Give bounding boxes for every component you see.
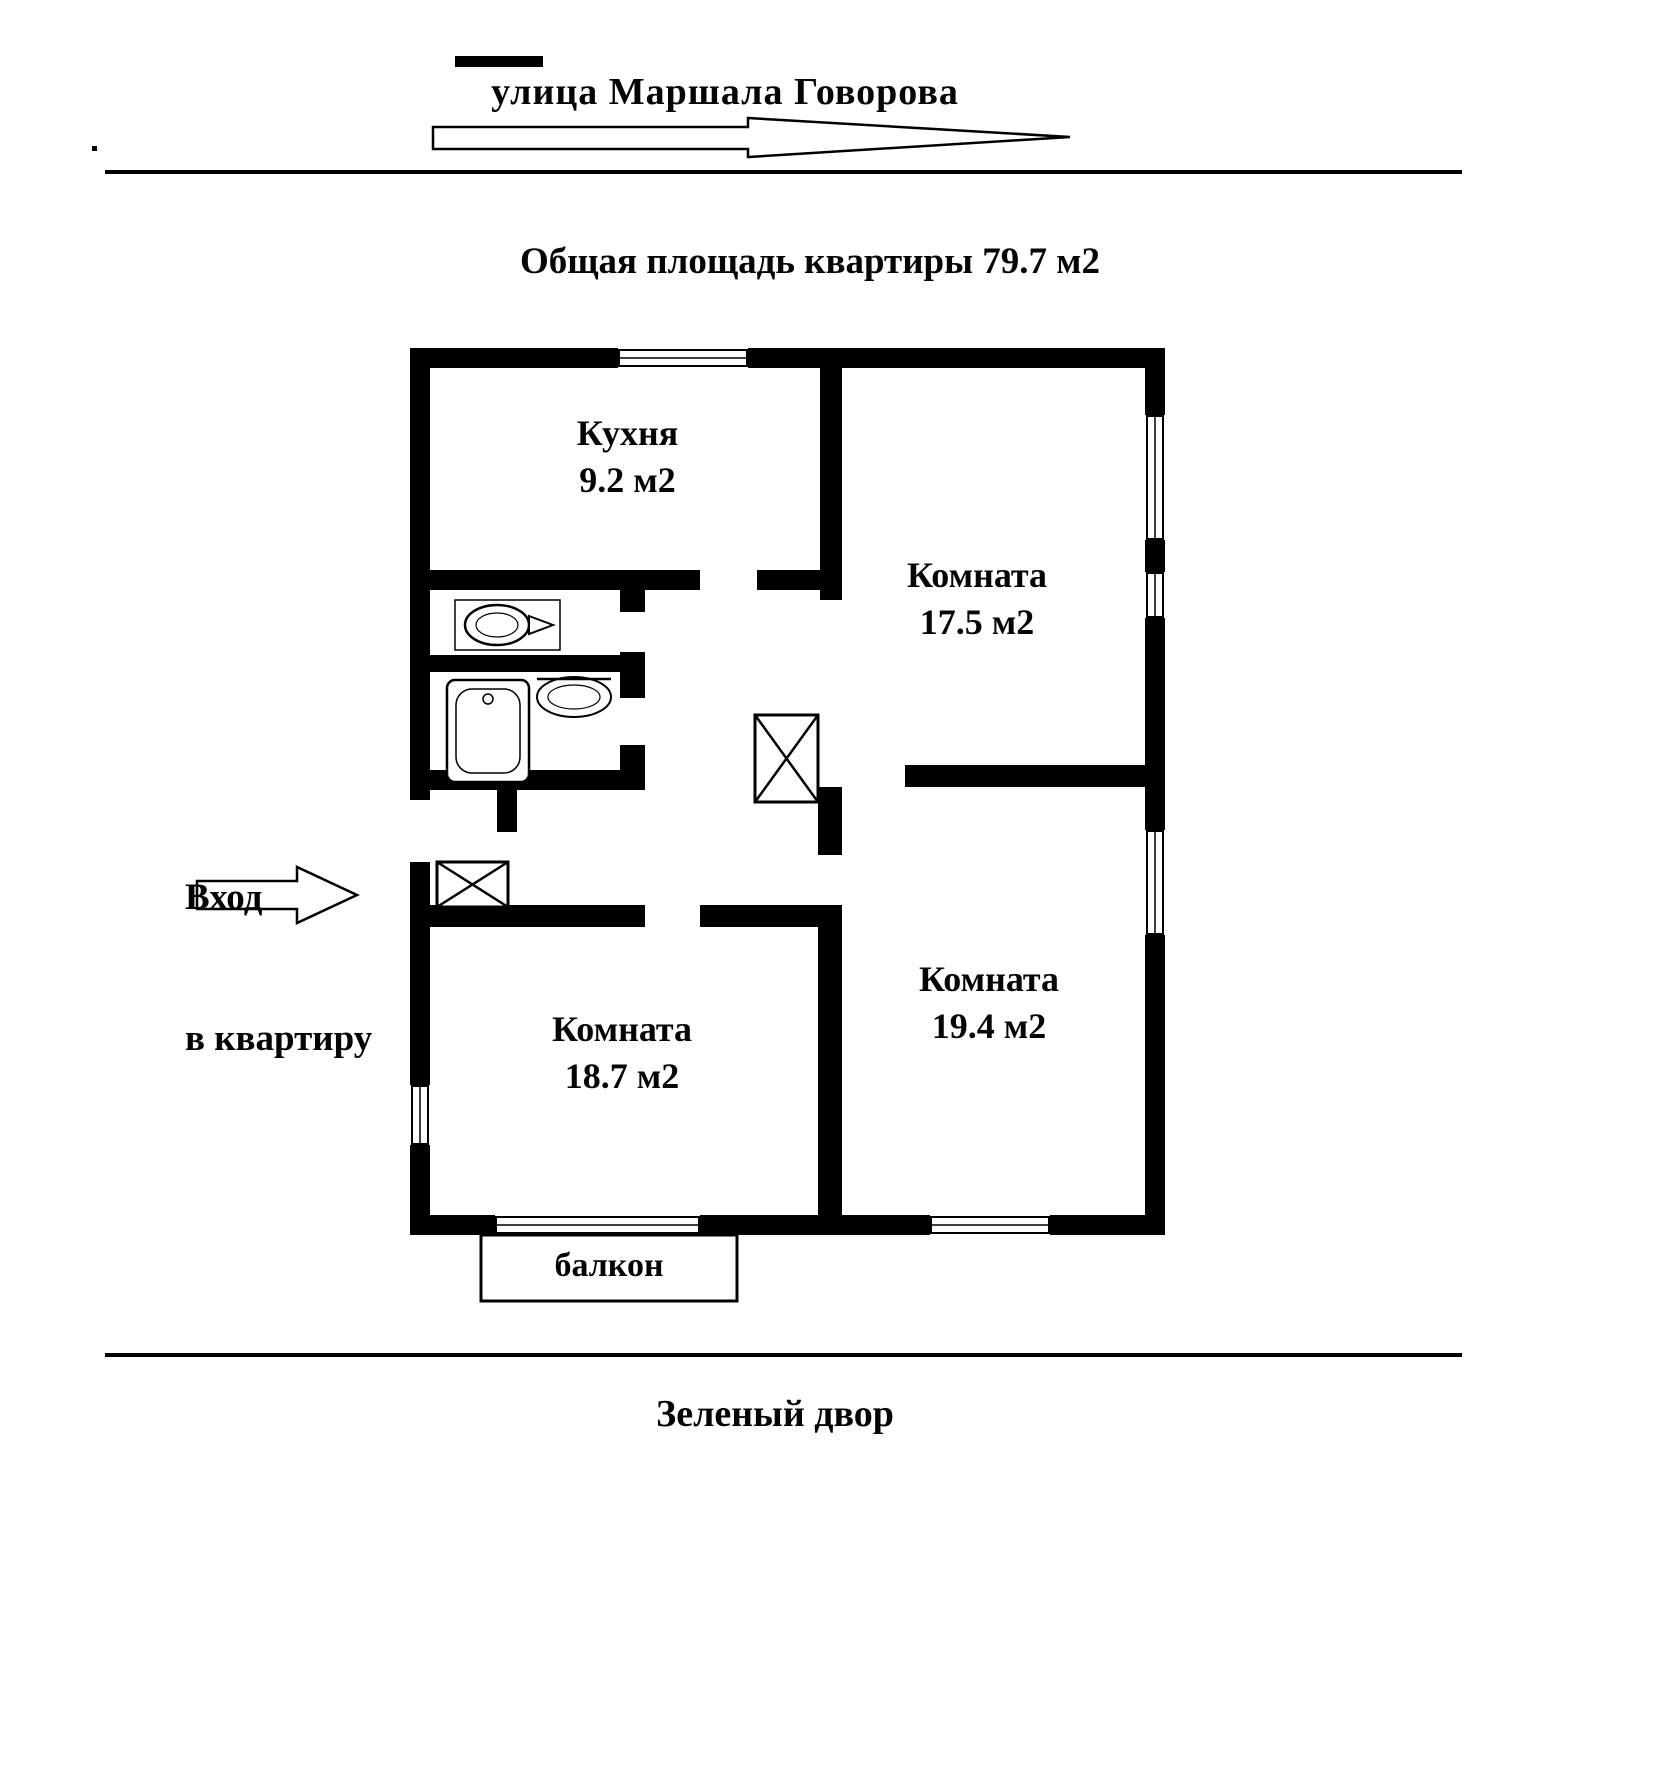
window-kitchen [618,349,748,367]
scan-artifact [92,56,543,151]
bathtub-icon [445,678,531,784]
room-19-4-name: Комната [918,959,1060,999]
window-room187-balcony [495,1216,700,1234]
courtyard-label: Зеленый двор [656,1393,894,1435]
room-17-5-area: 17.5 м2 [919,602,1035,642]
street-direction-arrow [431,116,1071,159]
room-19-4-area: 19.4 м2 [931,1006,1047,1046]
room-18-7-label: Комната 18.7 м2 [503,1006,741,1100]
room-19-4-label: Комната 19.4 м2 [868,956,1110,1050]
entrance-closet-box [435,860,510,909]
room-18-7-area: 18.7 м2 [564,1056,680,1096]
entrance-label: Вход в квартиру [185,780,445,1156]
entrance-label-line2: в квартиру [185,1018,373,1059]
toilet-sink-icon [454,599,561,651]
room-17-5-name: Комната [906,555,1048,595]
kitchen-area: 9.2 м2 [579,460,676,500]
entrance-label-line1: Вход [185,877,263,918]
windows [411,349,1164,1234]
kitchen-label: Кухня 9.2 м2 [520,410,735,504]
window-room194-bottom [930,1216,1050,1234]
bathroom-sink-icon [536,676,612,718]
apartment-walls [410,348,1165,1235]
window-room187-left [411,1085,429,1145]
room-18-7-name: Комната [551,1009,693,1049]
kitchen-name: Кухня [576,413,679,453]
room-17-5-label: Комната 17.5 м2 [858,552,1096,646]
street-label: улица Маршала Говорова [491,71,959,113]
window-room175-a [1146,415,1164,540]
ventilation-shaft-box [753,713,820,804]
entrance-arrow [195,865,360,925]
balcony-label: балкон [554,1247,664,1284]
balcony-outline [479,1233,739,1303]
window-room194-right [1146,830,1164,935]
window-room175-b [1146,572,1164,618]
plan-title: Общая площадь квартиры 79.7 м2 [520,241,1100,282]
